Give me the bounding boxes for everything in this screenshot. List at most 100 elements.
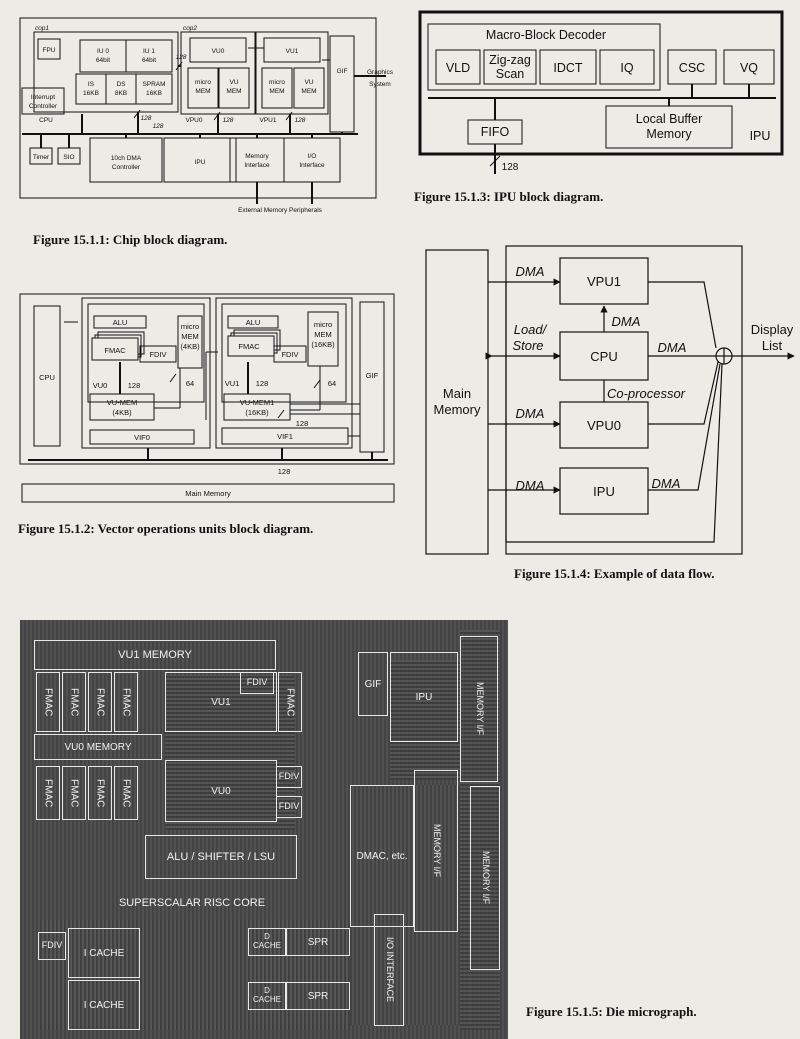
fig1-label: Interface <box>299 162 325 169</box>
die-memory-if: MEMORY I/F <box>414 770 458 932</box>
die-spr: SPR <box>286 982 350 1010</box>
fig1-label: MEM <box>301 88 316 95</box>
fig3-label: Macro-Block Decoder <box>486 28 606 42</box>
die-gif: GIF <box>358 652 388 716</box>
die-ipu: IPU <box>390 652 458 742</box>
fig1-label: VPU1 <box>260 117 277 124</box>
die-alu-shifter-lsu: ALU / SHIFTER / LSU <box>145 835 297 879</box>
die-spr: SPR <box>286 928 350 956</box>
fig1-label: cop1 <box>35 25 49 32</box>
fig1-label: Interface <box>244 162 270 169</box>
fig3-label: 128 <box>502 162 519 173</box>
die-fmac: FMAC <box>88 766 112 820</box>
fig1-label: 16KB <box>83 90 99 97</box>
die-fmac: FMAC <box>36 766 60 820</box>
fig1-label: 128 <box>141 115 152 122</box>
fig1-label: VU1 <box>286 48 299 55</box>
die-fmac: FMAC <box>62 672 86 732</box>
fig1-label: Memory <box>245 153 269 160</box>
die-icache: I CACHE <box>68 980 140 1030</box>
figure-caption: Figure 15.1.5: Die micrograph. <box>526 1004 697 1019</box>
fig4-label: Main <box>443 386 471 401</box>
fig2-label: FMAC <box>104 346 126 355</box>
fig4-label: CPU <box>590 349 617 364</box>
fig2-label: ALU <box>246 318 261 327</box>
die-superscalar-risc-core: SUPERSCALAR RISC CORE <box>118 896 266 909</box>
fig4-label: List <box>762 338 783 353</box>
fig3-label: VLD <box>446 61 470 75</box>
die-vu0: VU0 <box>165 760 277 822</box>
fig4-label: DMA <box>516 406 545 421</box>
fig4-label: Store <box>512 338 543 353</box>
fig2-label: 128 <box>256 379 269 388</box>
fig1-label: VU0 <box>212 48 225 55</box>
fig1-label: IU 0 <box>97 48 109 55</box>
fig1-label: VPU0 <box>186 117 203 124</box>
die-fmac: FMAC <box>88 672 112 732</box>
fig2-label: 128 <box>128 381 141 390</box>
fig2-label: MEM <box>314 330 332 339</box>
fig1-label: 64bit <box>96 57 110 64</box>
die-micrograph: VU1 MEMORY FMAC FMAC FMAC FMAC VU1 FDIV … <box>20 620 508 1039</box>
fig3-label: Local Buffer <box>636 112 702 126</box>
fig4-label: Load/ <box>514 322 548 337</box>
fig1-label: Controller <box>112 164 141 171</box>
figure-caption: Figure 15.1.2: Vector operations units b… <box>18 521 314 536</box>
fig2-label: VU0 <box>93 381 108 390</box>
fig1-label: micro <box>269 79 285 86</box>
fig1-label: 128 <box>223 117 234 124</box>
die-dcache-line: CACHE <box>252 941 281 950</box>
die-fmac: FMAC <box>114 766 138 820</box>
fig1-label: I/O <box>308 153 317 160</box>
fig1-label: Controller <box>29 103 58 110</box>
fig3-label: Zig-zag <box>489 53 531 67</box>
fig2-label: (16KB) <box>311 340 335 349</box>
fig2-label: 64 <box>328 379 336 388</box>
die-vu1: VU1 <box>165 672 277 732</box>
fig1-label: micro <box>195 79 211 86</box>
figure-caption: Figure 15.1.4: Example of data flow. <box>514 566 715 581</box>
figure-caption: Figure 15.1.3: IPU block diagram. <box>414 189 604 204</box>
die-fmac: FMAC <box>62 766 86 820</box>
fig4-label: DMA <box>516 264 545 279</box>
fig1-label: 128 <box>295 117 306 124</box>
fig1-label: MEM <box>269 88 284 95</box>
fig2-label: FMAC <box>238 342 260 351</box>
fig2-label: 128 <box>296 419 309 428</box>
fig1-label: 16KB <box>146 90 162 97</box>
fig1-label: External Memory Peripherals <box>238 207 323 214</box>
fig2-label: GIF <box>366 371 379 380</box>
die-dcache-line: D <box>264 986 270 996</box>
fig2-label: micro <box>314 320 332 329</box>
fig1-label: FPU <box>43 47 56 54</box>
fig2-label: FDIV <box>149 350 166 359</box>
die-fdiv: FDIV <box>276 796 302 818</box>
fig4-label: DMA <box>658 340 687 355</box>
fig3-label: Scan <box>496 67 525 81</box>
die-fdiv: FDIV <box>38 932 66 960</box>
fig3-label: IPU <box>750 129 771 143</box>
fig1-label: GIF <box>337 68 348 75</box>
die-fdiv: FDIV <box>240 672 274 694</box>
die-icache: I CACHE <box>68 928 140 978</box>
figure-caption: Figure 15.1.1: Chip block diagram. <box>33 232 228 247</box>
fig1-label: 128 <box>176 54 187 61</box>
fig2-label: VU1 <box>225 379 240 388</box>
fig2-label: FDIV <box>281 350 298 359</box>
fig3-label: FIFO <box>481 125 510 139</box>
fig4-label: Memory <box>434 402 481 417</box>
die-memory-if: MEMORY I/F <box>470 786 500 970</box>
fig2-label: micro <box>181 322 199 331</box>
fig1-label: DS <box>116 81 126 88</box>
fig2-label: 128 <box>278 467 291 476</box>
fig1-label: System <box>369 81 391 88</box>
fig4-label: IPU <box>593 484 615 499</box>
fig2-label: VIF1 <box>277 432 293 441</box>
fig4-label: VPU0 <box>587 418 621 433</box>
die-vu1-memory: VU1 MEMORY <box>34 640 276 670</box>
fig1-label: MEM <box>195 88 210 95</box>
fig1-label: VU <box>304 79 313 86</box>
fig1-label: VU <box>229 79 238 86</box>
fig4-label: Display <box>751 322 794 337</box>
